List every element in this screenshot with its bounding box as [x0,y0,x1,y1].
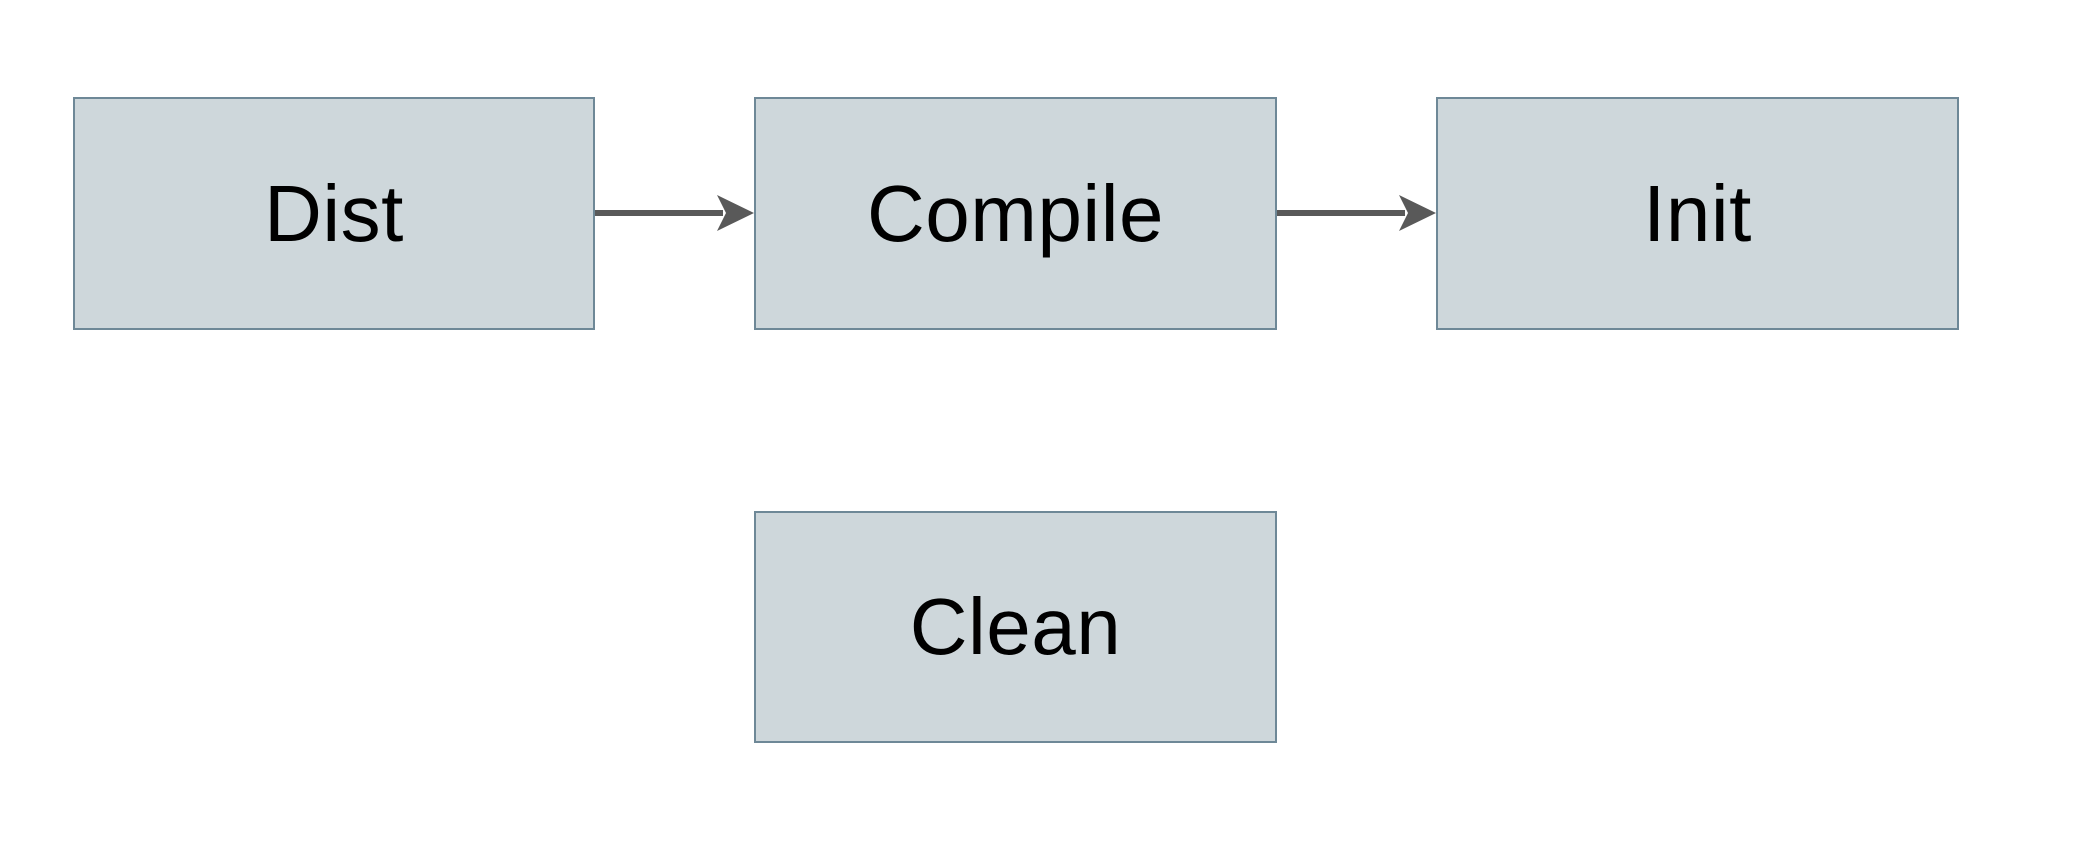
node-init-label: Init [1643,168,1752,258]
node-init[interactable]: Init [1436,97,1959,330]
arrowhead-icon [717,195,754,231]
node-dist-label: Dist [264,168,404,258]
edge-compile-to-init [1277,195,1436,231]
node-compile[interactable]: Compile [754,97,1277,330]
arrowhead-icon [1399,195,1436,231]
node-dist[interactable]: Dist [73,97,595,330]
edge-dist-to-compile [595,195,754,231]
node-clean[interactable]: Clean [754,511,1277,743]
node-clean-label: Clean [909,582,1122,671]
node-compile-label: Compile [867,168,1164,258]
